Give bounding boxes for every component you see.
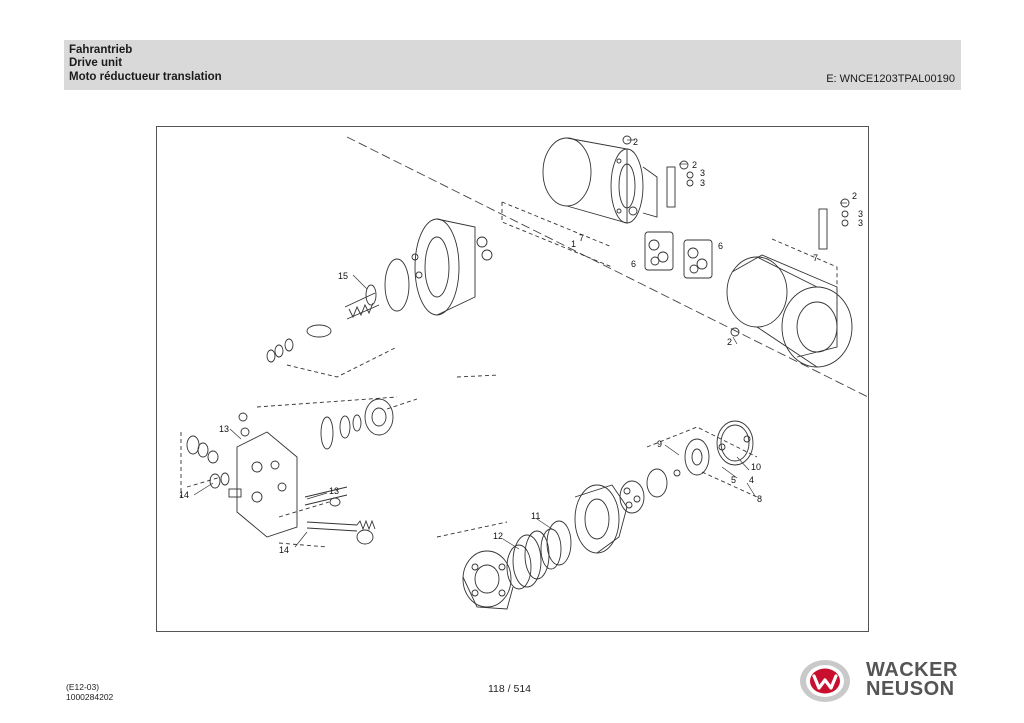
motor-hub <box>462 550 514 610</box>
callout-7: 7 <box>813 253 818 263</box>
callout-1: 1 <box>571 239 576 249</box>
callout-8: 8 <box>757 494 762 504</box>
callout-9: 9 <box>657 439 662 449</box>
title-french: Moto réductueur translation <box>69 71 222 83</box>
drive-unit-assembly-7 <box>726 254 853 368</box>
callout-13: 13 <box>329 486 339 496</box>
callout-2: 2 <box>727 337 732 347</box>
title-english: Drive unit <box>69 57 123 69</box>
page-header: Fahrantrieb Drive unit Moto réductueur t… <box>64 40 961 90</box>
motor-flange-housing <box>384 218 493 316</box>
valve-spool-set <box>304 398 394 545</box>
retaining-rings <box>506 520 572 590</box>
callout-12: 12 <box>493 531 503 541</box>
logo-text: WACKER NEUSON <box>866 659 958 700</box>
callout-3: 3 <box>858 209 863 219</box>
drawing-svg: 2 2 3 3 2 3 3 7 1 6 6 7 2 15 13 14 13 14… <box>179 135 868 610</box>
callout-5: 5 <box>731 475 736 485</box>
logo-line-neuson: NEUSON <box>866 678 955 700</box>
callout-4: 4 <box>749 475 754 485</box>
callout-6: 6 <box>631 259 636 269</box>
logo-line-wacker: WACKER <box>866 659 958 681</box>
callout-14: 14 <box>179 490 189 500</box>
document-number: 1000284202 <box>66 692 114 702</box>
title-german: Fahrantrieb <box>69 44 133 56</box>
edition-code: (E12-03) <box>66 682 100 692</box>
valve-block <box>186 412 298 538</box>
callout-3: 3 <box>700 168 705 178</box>
gearbox-housing <box>574 468 668 554</box>
callout-14: 14 <box>279 545 289 555</box>
callout-11: 11 <box>531 511 540 521</box>
callout-10: 10 <box>751 462 761 472</box>
drive-unit-assembly-1 <box>542 137 658 224</box>
callout-2: 2 <box>692 160 697 170</box>
logo-emblem-icon <box>800 660 850 702</box>
callout-7: 7 <box>579 233 584 243</box>
callout-15: 15 <box>338 271 348 281</box>
document-code: E: WNCE1203TPAL00190 <box>826 73 955 85</box>
callout-13: 13 <box>219 424 229 434</box>
footer-edition-info: (E12-03) 1000284202 <box>66 682 113 702</box>
callout-2: 2 <box>852 191 857 201</box>
callout-6: 6 <box>718 241 723 251</box>
callout-3: 3 <box>700 178 705 188</box>
piston-spring-set <box>266 284 380 363</box>
wacker-neuson-logo: WACKER NEUSON <box>798 658 964 704</box>
callout-3: 3 <box>858 218 863 228</box>
callout-labels: 2 2 3 3 2 3 3 7 1 6 6 7 2 15 13 14 13 14… <box>179 137 863 555</box>
end-cover-seals <box>673 420 754 477</box>
exploded-view-drawing: 2 2 3 3 2 3 3 7 1 6 6 7 2 15 13 14 13 14… <box>156 126 869 632</box>
page-number: 118 / 514 <box>488 683 532 695</box>
callout-2: 2 <box>633 137 638 147</box>
